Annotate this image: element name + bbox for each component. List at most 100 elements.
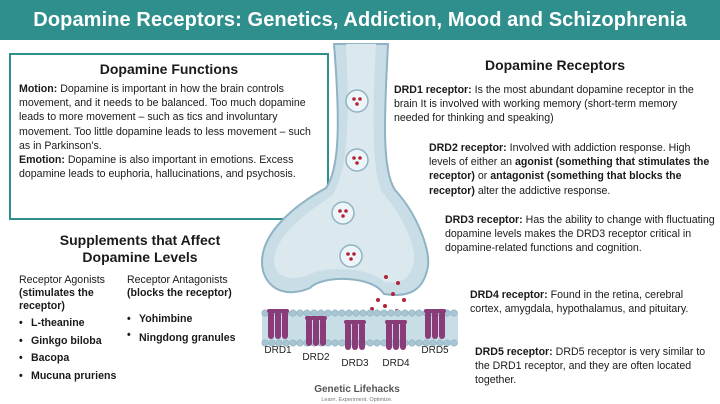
- dopamine-functions-box: Dopamine Functions Motion: Dopamine is i…: [9, 53, 329, 220]
- receptor-label: DRD1: [264, 345, 292, 356]
- receptor-label: DRD4: [382, 358, 410, 369]
- drd2-description: DRD2 receptor: Involved with addiction r…: [429, 141, 715, 198]
- lipid-head: [408, 339, 416, 347]
- lipid-head: [394, 309, 402, 317]
- dopamine-dot: [341, 214, 345, 218]
- lipid-head: [415, 309, 423, 317]
- lipid-head: [289, 339, 297, 347]
- logo: Genetic Lifehacks Learn. Experiment. Opt…: [314, 384, 400, 403]
- lipid-head: [331, 309, 339, 317]
- lipid-head: [436, 339, 444, 347]
- dopamine-dot: [402, 298, 406, 302]
- receptor-helix: [439, 311, 445, 339]
- dopamine-dot: [384, 275, 388, 279]
- receptor-helix: [352, 322, 358, 350]
- lipid-head: [380, 309, 388, 317]
- list-item: Ginkgo biloba: [19, 333, 131, 351]
- vesicle: [345, 89, 369, 113]
- receptor-helix: [275, 311, 281, 339]
- page-title: Dopamine Receptors: Genetics, Addiction,…: [0, 0, 720, 40]
- receptor-drd5: [424, 309, 446, 339]
- drd2-text-3: alter the addictive response.: [474, 184, 611, 197]
- receptor-helix: [313, 318, 319, 346]
- agonists-sub-text: (stimulates the receptor): [19, 287, 94, 312]
- drd4-text: Found in the retina, cerebral cortex, am…: [470, 289, 689, 316]
- lipid-head: [331, 339, 339, 347]
- receptor-helix: [400, 322, 406, 350]
- drd4-label: DRD4 receptor:: [470, 289, 548, 301]
- receptors-title: Dopamine Receptors: [484, 57, 626, 73]
- neuron-inner-shade: [274, 44, 415, 283]
- motion-paragraph: Motion: Dopamine is important in how the…: [19, 82, 319, 153]
- drd2-antagonist: antagonist (something that blocks the re…: [429, 170, 682, 197]
- lipid-head: [366, 309, 374, 317]
- agonists-column: Receptor Agonists (stimulates the recept…: [19, 274, 131, 385]
- motion-label: Motion:: [19, 83, 58, 95]
- agonists-heading: Receptor Agonists (stimulates the recept…: [19, 274, 131, 313]
- receptor-helix: [320, 318, 326, 346]
- supplements-title: Supplements that Affect Dopamine Levels: [59, 232, 221, 265]
- receptor-label: DRD3: [341, 358, 369, 369]
- dopamine-dot: [352, 97, 356, 101]
- lipid-head: [373, 309, 381, 317]
- lipid-head: [443, 339, 451, 347]
- lipid-head: [310, 309, 318, 317]
- receptor-cap: [344, 320, 366, 324]
- dopamine-dot: [352, 156, 356, 160]
- lipid-head: [422, 339, 430, 347]
- drd3-description: DRD3 receptor: Has the ability to change…: [445, 213, 715, 256]
- lipid-head: [450, 309, 458, 317]
- lipid-head: [387, 309, 395, 317]
- receptor-cap: [305, 316, 327, 320]
- vesicle: [345, 148, 369, 172]
- emotion-label: Emotion:: [19, 154, 65, 167]
- lipid-head: [450, 339, 458, 347]
- antagonists-list: Yohimbine Ningdong granules: [127, 311, 257, 345]
- drd1-description: DRD1 receptor: Is the most abundant dopa…: [394, 83, 712, 126]
- receptor-helix: [306, 318, 312, 346]
- lipid-head: [401, 309, 409, 317]
- receptor-cap: [267, 309, 289, 313]
- drd3-text: Has the ability to change with fluctuati…: [445, 214, 715, 255]
- dopamine-dot: [349, 257, 353, 261]
- receptor-cap: [385, 320, 407, 324]
- lipid-head: [261, 339, 269, 347]
- dopamine-dot: [358, 156, 362, 160]
- lipid-head: [366, 339, 374, 347]
- receptor-helix: [425, 311, 431, 339]
- lipid-head: [408, 309, 416, 317]
- receptor-helix: [282, 311, 288, 339]
- functions-title: Dopamine Functions: [99, 61, 239, 77]
- receptor-drd2: [305, 316, 327, 346]
- receptor-helix: [393, 322, 399, 350]
- drd2-label: DRD2 receptor:: [429, 142, 507, 154]
- logo-tagline: Learn. Experiment. Optimize.: [321, 397, 393, 403]
- motion-text: Dopamine is important in how the brain c…: [19, 83, 311, 152]
- drd2-text-2: or: [474, 170, 491, 183]
- vesicle: [339, 244, 363, 268]
- receptor-helix: [268, 311, 274, 339]
- emotion-text: Dopamine is also important in emotions. …: [19, 154, 296, 181]
- drd5-label: DRD5 receptor:: [475, 346, 553, 358]
- dopamine-dot: [383, 304, 387, 308]
- drd3-label: DRD3 receptor:: [445, 214, 523, 226]
- receptor-helix: [345, 322, 351, 350]
- dopamine-dot: [352, 252, 356, 256]
- receptors: [267, 309, 446, 350]
- receptor-label: DRD2: [302, 352, 330, 363]
- receptor-helix: [359, 322, 365, 350]
- list-item: Ningdong granules: [127, 329, 257, 345]
- agonists-head-text: Receptor Agonists: [19, 274, 105, 286]
- lipid-head: [415, 339, 423, 347]
- drd1-text: Is the most abundant dopamine receptor i…: [394, 84, 694, 125]
- dopamine-dot: [338, 209, 342, 213]
- drd4-description: DRD4 receptor: Found in the retina, cere…: [470, 288, 710, 316]
- drd5-description: DRD5 receptor: DRD5 receptor is very sim…: [475, 345, 715, 388]
- list-item: Yohimbine: [127, 311, 257, 329]
- list-item: Bacopa: [19, 350, 131, 368]
- dopamine-dot: [355, 102, 359, 106]
- dopamine-dot: [376, 298, 380, 302]
- receptor-label: DRD5: [421, 345, 449, 356]
- drd1-label: DRD1 receptor:: [394, 84, 472, 96]
- drd2-agonist: agonist (something that stimulates the r…: [429, 156, 710, 183]
